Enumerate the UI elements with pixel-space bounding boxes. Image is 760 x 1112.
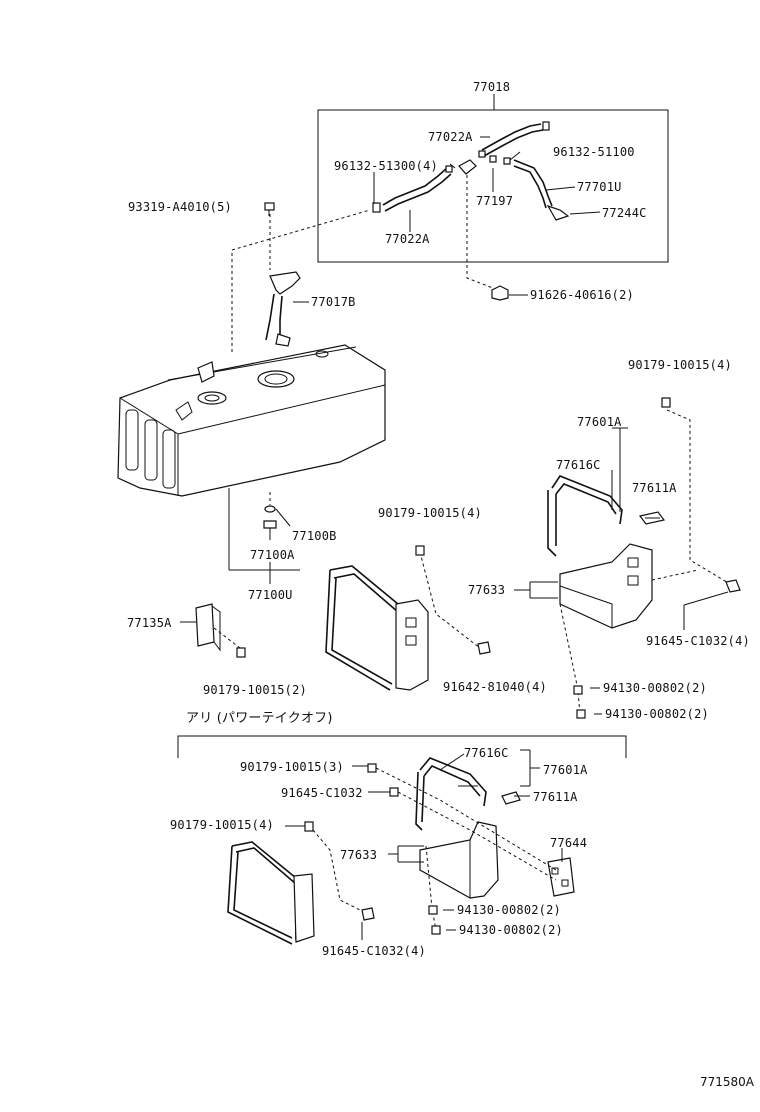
drawing-code: 771580A [700,1075,755,1089]
leader-lines-middle [590,687,602,715]
label-77611A-lower: 77611A [533,790,578,804]
label-91626-40616: 91626-40616(2) [530,288,634,302]
label-77633-lower: 77633 [340,848,378,862]
label-77601A-upper: 77601A [577,415,622,429]
label-77611A-upper: 77611A [632,481,677,495]
hose-kit-box [317,94,669,263]
label-77633-upper: 77633 [468,583,506,597]
strap-band-pto-left [227,821,375,945]
label-90179-10015-right: 90179-10015(4) [628,358,732,372]
label-77701U: 77701U [577,180,622,194]
label-77197: 77197 [476,194,514,208]
label-77017B: 77017B [311,295,356,309]
bolt-93319 [264,202,275,216]
label-96132-51300: 96132-51300(4) [334,159,438,173]
label-94130-00802-b: 94130-00802(2) [605,707,709,721]
label-77616C-upper: 77616C [556,458,601,472]
label-77100A: 77100A [250,548,295,562]
bracket-77135A [180,603,246,658]
strap-band-pto-right [352,749,575,935]
label-90179-10015-3: 90179-10015(3) [240,760,344,774]
label-77100B: 77100B [292,529,337,543]
section-note-pto: アリ (パワーテイクオフ) [186,711,333,726]
sender-gauge [265,271,301,347]
hose-assembly [372,121,570,221]
label-77100U: 77100U [248,588,293,602]
label-91645-C1032-right: 91645-C1032(4) [646,634,750,648]
label-94130-00802-d: 94130-00802(2) [459,923,563,937]
bolt-91626 [491,285,509,301]
label-77022A-upper: 77022A [428,130,473,144]
label-91645-C1032-middle: 91645-C1032 [281,786,363,800]
label-91645-C1032-lower: 91645-C1032(4) [322,944,426,958]
leader-lines-top [293,136,601,303]
label-77616C-lower: 77616C [464,746,509,760]
dashed-guides-top [231,175,499,352]
drain-plug [228,488,300,584]
fuel-tank [117,344,386,497]
label-77601A-lower: 77601A [543,763,588,777]
label-90179-10015-lower: 90179-10015(2) [203,683,307,697]
label-90179-10015-middle: 90179-10015(4) [378,506,482,520]
strap-band-right [514,397,741,719]
pto-section-bracket [177,735,627,758]
label-94130-00802-c: 94130-00802(2) [457,903,561,917]
label-96132-51100: 96132-51100 [553,145,635,159]
label-77135A: 77135A [127,616,172,630]
label-77022A-lower: 77022A [385,232,430,246]
label-77644: 77644 [550,836,588,850]
label-94130-00802-a: 94130-00802(2) [603,681,707,695]
label-77244C: 77244C [602,206,647,220]
label-91642-81040: 91642-81040(4) [443,680,547,694]
label-77018: 77018 [473,80,511,94]
label-93319-A4010: 93319-A4010(5) [128,200,232,214]
strap-band-middle [325,545,491,691]
label-90179-10015-4b: 90179-10015(4) [170,818,274,832]
